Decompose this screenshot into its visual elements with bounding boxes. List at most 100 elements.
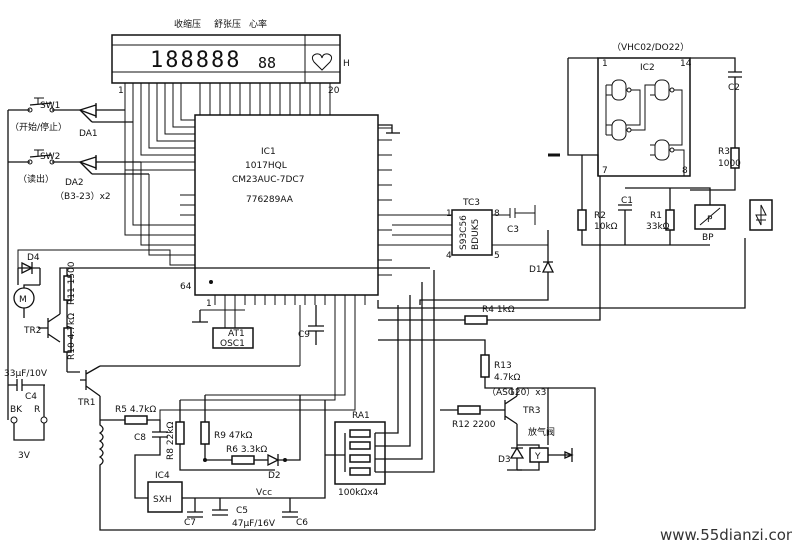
tc3-text: S93C56 [459,215,469,250]
bp-label: BP [702,233,714,243]
da1-label: DA1 [79,129,98,139]
sw2-name: SW2 [40,152,60,162]
ic2-pin14: 14 [680,59,692,69]
c7-label: C7 [184,518,196,528]
da2-label: DA2 [65,178,84,188]
c4-label: C4 [25,392,37,402]
r9-label: R9 47kΩ [214,431,253,441]
switch-sw2[interactable]: SW2 （读出） [8,149,80,185]
r5-label: R5 4.7kΩ [115,405,156,415]
lcd-h-label: H [343,59,350,69]
lcd-pin-1: 1 [118,86,124,96]
sxh-label: SXH [153,495,172,505]
diode-d2 [267,395,301,467]
resistor-r5 [100,415,161,432]
y-label: Y [534,452,541,462]
lcd-digits: 188888 [150,48,241,73]
c6-label: C6 [296,518,308,528]
ic2-pin1: 1 [602,59,608,69]
r8-label: R8 22kΩ [166,421,176,460]
ic1-chip [194,114,379,296]
r1-label: R1 [650,211,662,221]
ic2-pin8: 8 [682,166,688,176]
r6-label: R6 3.3kΩ [226,445,267,455]
p-label: P [707,215,713,225]
r10-label: R10 4.7kΩ [67,313,77,360]
tc3-name: TC3 [462,198,480,208]
transistor-tr1 [67,365,300,410]
transistor-tr3 [504,388,518,440]
lcd-display [111,34,341,84]
ic1-line1: 1017HQL [245,161,287,171]
battery-bk-r [7,385,48,441]
resistor-r11 [63,268,72,318]
tc3-chip [451,209,493,256]
tc3-pin1: 1 [446,209,452,219]
sw2-label: （读出） [18,173,54,185]
r2-value: 10kΩ [594,222,618,232]
diode-d3 [507,440,525,471]
lcd-digits-small: 88 [258,54,276,72]
d3-label: D3 [498,455,511,465]
watermark: www.55dianzi.com [660,526,792,544]
switch-sw1[interactable]: SW1 （开始/停止） [8,97,80,133]
resistor-r8 [175,400,275,471]
sw1-name: SW1 [40,101,60,111]
ic2-chip [597,57,691,177]
tr3-label: TR3 [522,406,540,416]
c9-label: C9 [298,330,310,340]
r-label: R [34,405,40,415]
tc3-pin8: 8 [494,209,500,219]
c3-label: C3 [507,225,519,235]
r4-label: R4 1kΩ [482,305,515,315]
sw1-label: （开始/停止） [10,121,67,133]
ground-symbol [378,124,400,134]
resistor-r6 [231,455,268,465]
c5-label: C5 [236,506,248,516]
da-part-label: （B3-23）x2 [55,191,111,202]
resistor-r12 [440,405,505,415]
r11-label: R11 1500 [67,261,77,305]
c4-value: 33μF/10V [4,369,48,379]
tc3-text2: BDUK5 [471,219,481,250]
r13-value: 4.7kΩ [494,373,521,383]
c1-label: C1 [621,196,633,206]
ic1-line2: CM23AUC-7DC7 [232,175,304,185]
da1-diodes [77,103,133,123]
r1-value: 33kΩ [646,222,670,232]
c5-value: 47μF/16V [232,519,276,529]
capacitor-c4 [8,379,45,391]
c8-label: C8 [134,433,146,443]
d4-label: D4 [27,253,40,263]
ic1-line3: 776289AA [246,195,294,205]
tr1-label: TR1 [77,398,95,408]
valve-label: 放气阀 [528,426,555,438]
resistor-r10 [63,318,72,372]
header-systolic: 收缩压 [174,18,201,30]
bk-label: BK [10,405,23,415]
diode-d4 [17,261,41,285]
r2-label: R2 [594,211,606,221]
ic2-pin7: 7 [602,166,608,176]
motor-m: M [13,284,40,318]
ra1-value: 100kΩx4 [338,488,379,498]
header-diastolic: 舒张压 [214,18,241,30]
r13-label: R13 [494,361,512,371]
ic4-label: IC4 [155,471,170,481]
r3-value: 1000 [718,159,741,169]
ic1-pin64: 64 [180,282,192,292]
motor-label: M [19,295,27,305]
ic1-pin1: 1 [206,299,212,309]
d1-label: D1 [529,265,542,275]
ic2-name: IC2 [640,63,655,73]
diode-d1 [419,230,555,305]
heart-icon [311,53,333,71]
vcc-label: Vcc [256,488,272,498]
tc3-pin4: 4 [446,251,452,261]
d2-label: D2 [268,471,281,481]
at1-label: AT1 [228,329,245,339]
tr2-label: TR2 [23,326,41,336]
lcd-pin-20: 20 [328,86,340,96]
